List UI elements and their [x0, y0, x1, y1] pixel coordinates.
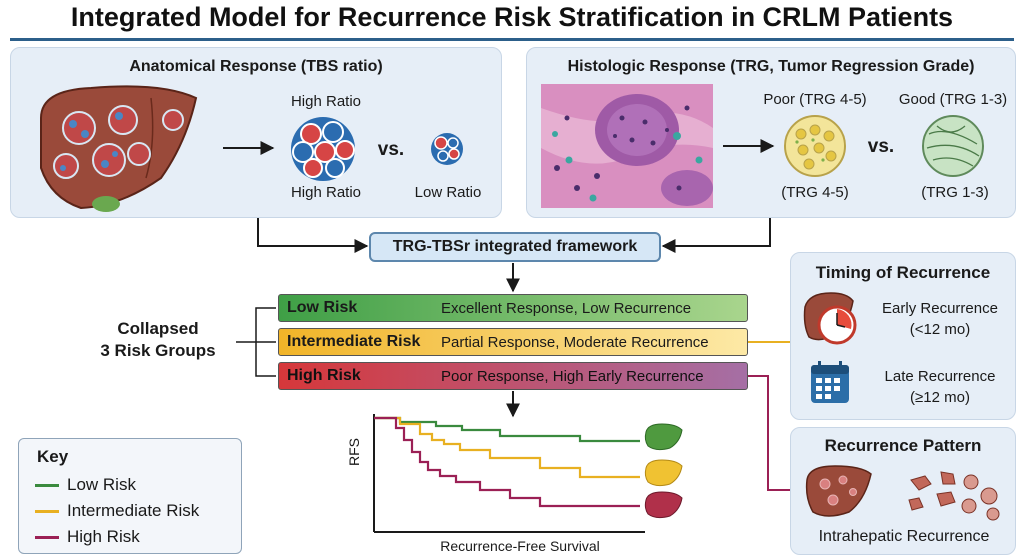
pattern-illustration: [805, 465, 1000, 521]
collapsed-brace: [236, 307, 276, 377]
risk-high-name: High Risk: [287, 367, 361, 384]
framework-box: TRG-TBSr integrated framework: [369, 232, 661, 262]
liver-fragments-icon: [908, 471, 1000, 521]
risk-high-desc: Poor Response, High Early Recurrence: [441, 368, 704, 385]
high-ratio-top-label: High Ratio: [290, 93, 362, 110]
early-recurrence-label: Early Recurrence: [882, 300, 998, 317]
key-item-intermediate: Intermediate Risk: [35, 501, 199, 521]
collapsed-line-1: Collapsed: [117, 319, 199, 338]
km-x-label: Recurrence-Free Survival: [440, 538, 600, 554]
key-item-high: High Risk: [35, 527, 140, 547]
good-trg-bottom-label: (TRG 1-3): [921, 184, 989, 201]
histologic-illustration: [541, 84, 984, 208]
km-liver-intermediate-icon: [644, 459, 683, 487]
risk-bar-high: High Risk Poor Response, High Early Recu…: [278, 362, 748, 390]
high-to-pattern-line: [748, 375, 790, 491]
key-label-intermediate: Intermediate Risk: [67, 501, 200, 520]
pattern-title: Recurrence Pattern: [824, 436, 982, 455]
poor-trg-bottom-label: (TRG 4-5): [781, 184, 849, 201]
anatomical-panel: Anatomical Response (TBS ratio): [10, 47, 502, 218]
high-ratio-cluster-icon: [291, 117, 355, 181]
liver-with-tumors-icon: [40, 85, 198, 212]
early-recurrence-clock-icon: [803, 292, 857, 345]
histologic-vs-label: vs.: [867, 136, 895, 157]
km-plot: [373, 414, 683, 533]
high-ratio-bottom-label: High Ratio: [290, 184, 362, 201]
histologic-panel: Histologic Response (TRG, Tumor Regressi…: [526, 47, 1016, 218]
key-label-low: Low Risk: [67, 475, 136, 494]
risk-low-name: Low Risk: [287, 299, 358, 316]
risk-intermediate-desc: Partial Response, Moderate Recurrence: [441, 334, 709, 351]
late-recurrence-label: Late Recurrence: [884, 368, 996, 385]
histologic-to-framework-arrow: [661, 218, 771, 253]
km-curve-high: [374, 416, 640, 508]
poor-trg-top-label: Poor (TRG 4-5): [763, 91, 867, 108]
risk-intermediate-name: Intermediate Risk: [287, 333, 421, 350]
timing-title: Timing of Recurrence: [815, 263, 991, 282]
poor-trg-icon: [784, 115, 846, 177]
anatomical-to-framework-arrow: [257, 218, 369, 253]
timing-icons: [803, 292, 857, 403]
pattern-panel: Recurrence Pattern Intrahepatic Recurren…: [790, 427, 1016, 555]
km-liver-high-icon: [644, 491, 683, 519]
key-swatch-intermediate: [35, 510, 59, 514]
anatomical-vs-label: vs.: [377, 139, 405, 160]
anatomical-illustration: [40, 85, 463, 212]
late-recurrence-calendar-icon: [811, 361, 849, 403]
timing-panel: Timing of Recurrence Early Recurrence (<…: [790, 252, 1016, 420]
km-curve-low: [374, 416, 640, 443]
title-divider: [10, 38, 1014, 41]
km-y-label: RFS: [346, 438, 362, 466]
late-recurrence-range: (≥12 mo): [910, 389, 970, 406]
anatomical-title: Anatomical Response (TBS ratio): [129, 58, 383, 75]
km-liver-low-icon: [644, 423, 683, 451]
key-label-high: High Risk: [67, 527, 140, 546]
key-title: Key: [37, 447, 69, 466]
histology-micrograph: [541, 84, 713, 208]
risk-low-desc: Excellent Response, Low Recurrence: [441, 300, 692, 317]
early-recurrence-range: (<12 mo): [909, 321, 971, 338]
page-title: Integrated Model for Recurrence Risk Str…: [70, 2, 954, 32]
legend-key: Key Low Risk Intermediate Risk High Risk: [18, 438, 242, 554]
km-curve-intermediate: [374, 416, 640, 479]
low-ratio-label: Low Ratio: [414, 184, 482, 201]
intrahepatic-liver-icon: [805, 465, 872, 517]
intrahepatic-recurrence-caption: Intrahepatic Recurrence: [818, 528, 990, 545]
histologic-title: Histologic Response (TRG, Tumor Regressi…: [567, 58, 975, 75]
key-item-low: Low Risk: [35, 475, 136, 495]
collapsed-line-2: 3 Risk Groups: [100, 341, 216, 360]
good-trg-icon: [922, 115, 984, 177]
risk-bar-intermediate: Intermediate Risk Partial Response, Mode…: [278, 328, 748, 356]
risk-bar-low: Low Risk Excellent Response, Low Recurre…: [278, 294, 748, 322]
key-swatch-low: [35, 484, 59, 488]
good-trg-top-label: Good (TRG 1-3): [898, 91, 1008, 108]
low-ratio-cluster-icon: [431, 133, 463, 165]
key-swatch-high: [35, 536, 59, 540]
collapsed-risk-label: Collapsed 3 Risk Groups: [88, 318, 228, 362]
